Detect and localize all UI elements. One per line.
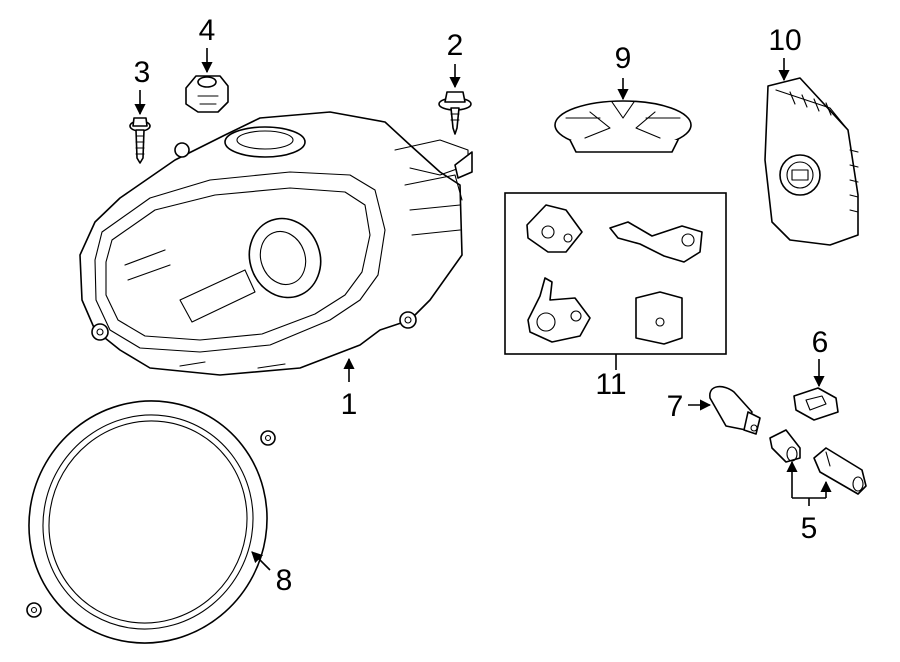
callout-11: 11 — [595, 368, 626, 401]
cover-cap-part-9 — [554, 100, 692, 153]
bracket-kit-part-11 — [504, 192, 727, 355]
callout-8: 8 — [276, 564, 293, 597]
callout-9: 9 — [615, 42, 632, 75]
callout-10: 10 — [768, 24, 801, 57]
bulb-part-7 — [709, 385, 761, 435]
control-module-part-10 — [764, 77, 859, 246]
callout-7: 7 — [667, 390, 684, 423]
callout-3: 3 — [134, 56, 151, 89]
adjuster-part-4 — [185, 75, 229, 113]
callout-1: 1 — [341, 388, 358, 421]
callout-labels: 1 2 3 4 5 6 7 8 9 10 11 — [134, 14, 829, 597]
trim-ring-part-8 — [26, 400, 276, 644]
socket-part-5a — [769, 429, 801, 463]
callout-5: 5 — [801, 512, 818, 545]
clip-nut-part-6 — [793, 387, 839, 421]
leader-lines — [134, 48, 832, 571]
screw-part-2 — [438, 91, 472, 135]
callout-2: 2 — [447, 29, 464, 62]
callout-4: 4 — [199, 14, 216, 47]
callout-6: 6 — [812, 326, 829, 359]
headlamp-assembly — [79, 111, 473, 376]
screw-part-3 — [129, 117, 151, 164]
socket-part-5b — [813, 447, 867, 495]
